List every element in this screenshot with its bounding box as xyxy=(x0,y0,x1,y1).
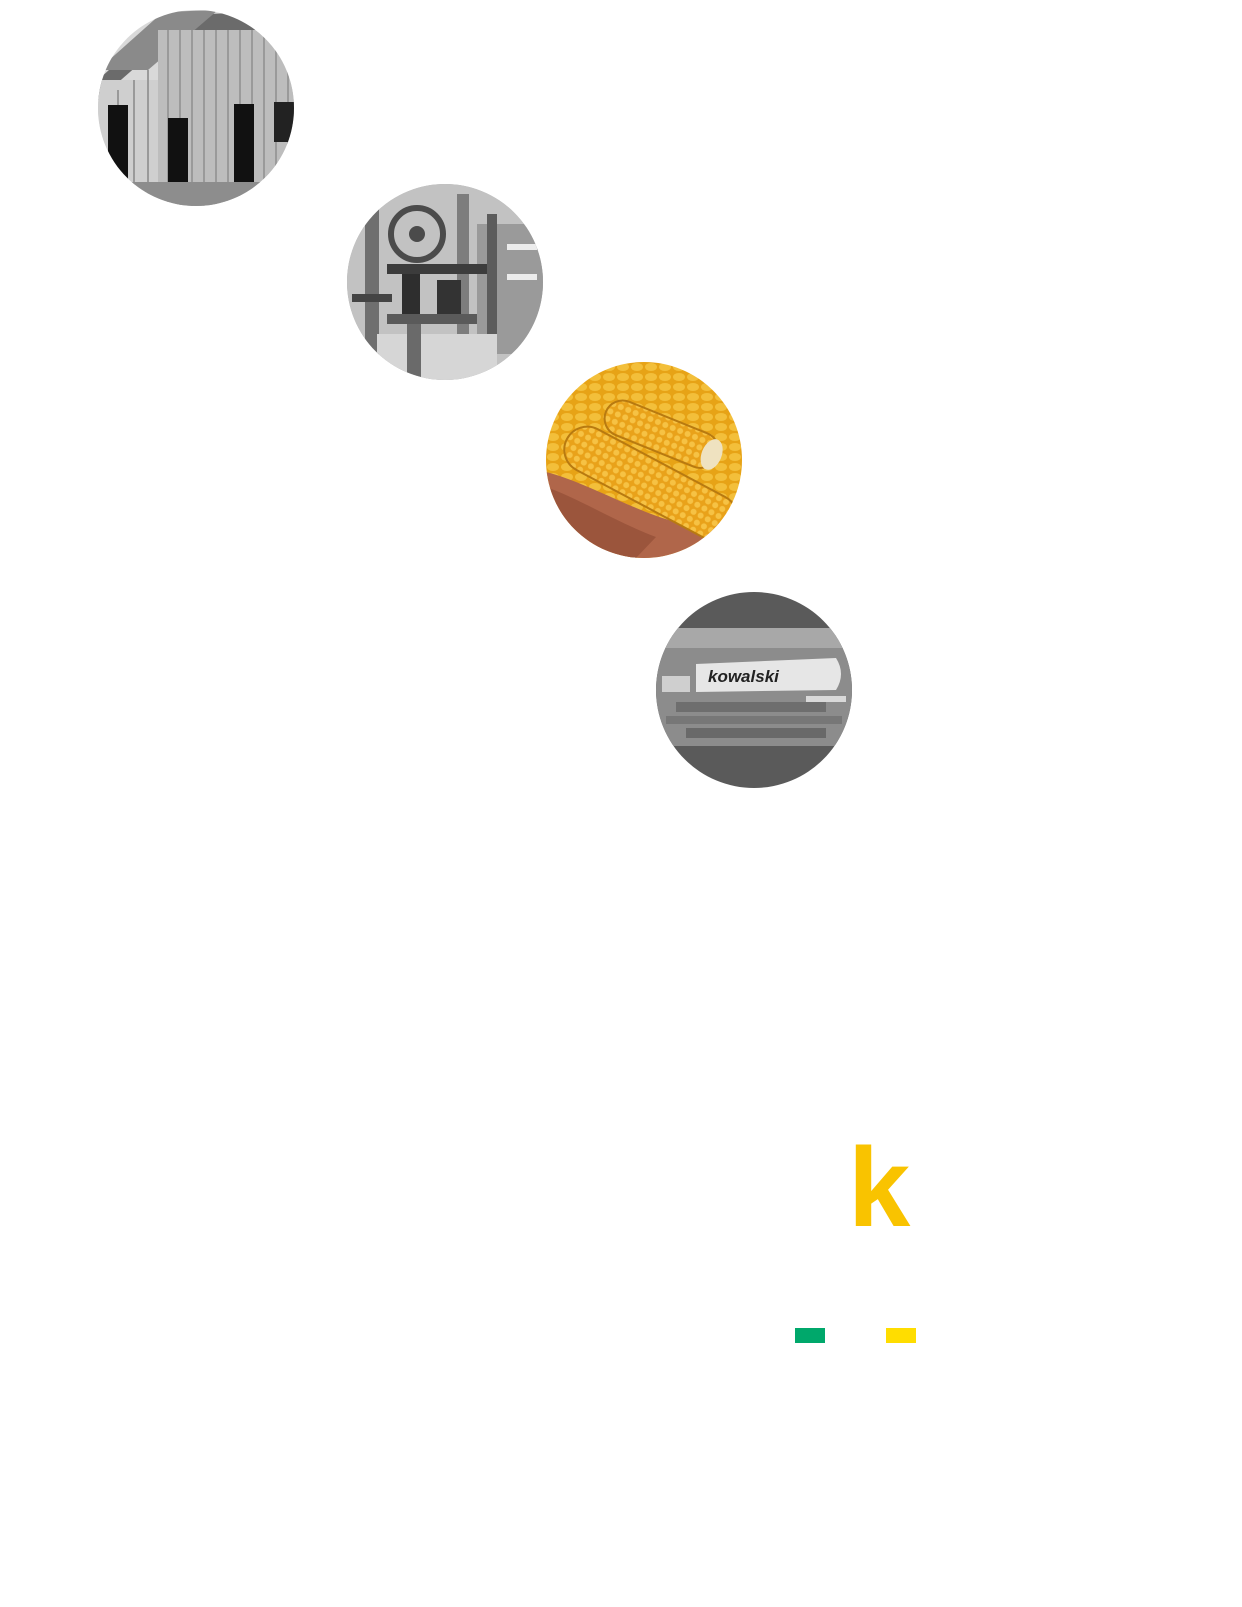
kowalski-facility-aerial-photo: kowalski xyxy=(656,592,852,788)
yellow-accent-bar xyxy=(886,1328,916,1343)
corn-cobs-in-hand-photo xyxy=(546,362,742,558)
old-wooden-barn-photo xyxy=(98,10,294,206)
facility-sign-text: kowalski xyxy=(708,667,780,686)
industrial-machinery-photo xyxy=(347,184,543,380)
brand-logo-letter: k xyxy=(848,1125,911,1250)
green-accent-bar xyxy=(795,1328,825,1343)
